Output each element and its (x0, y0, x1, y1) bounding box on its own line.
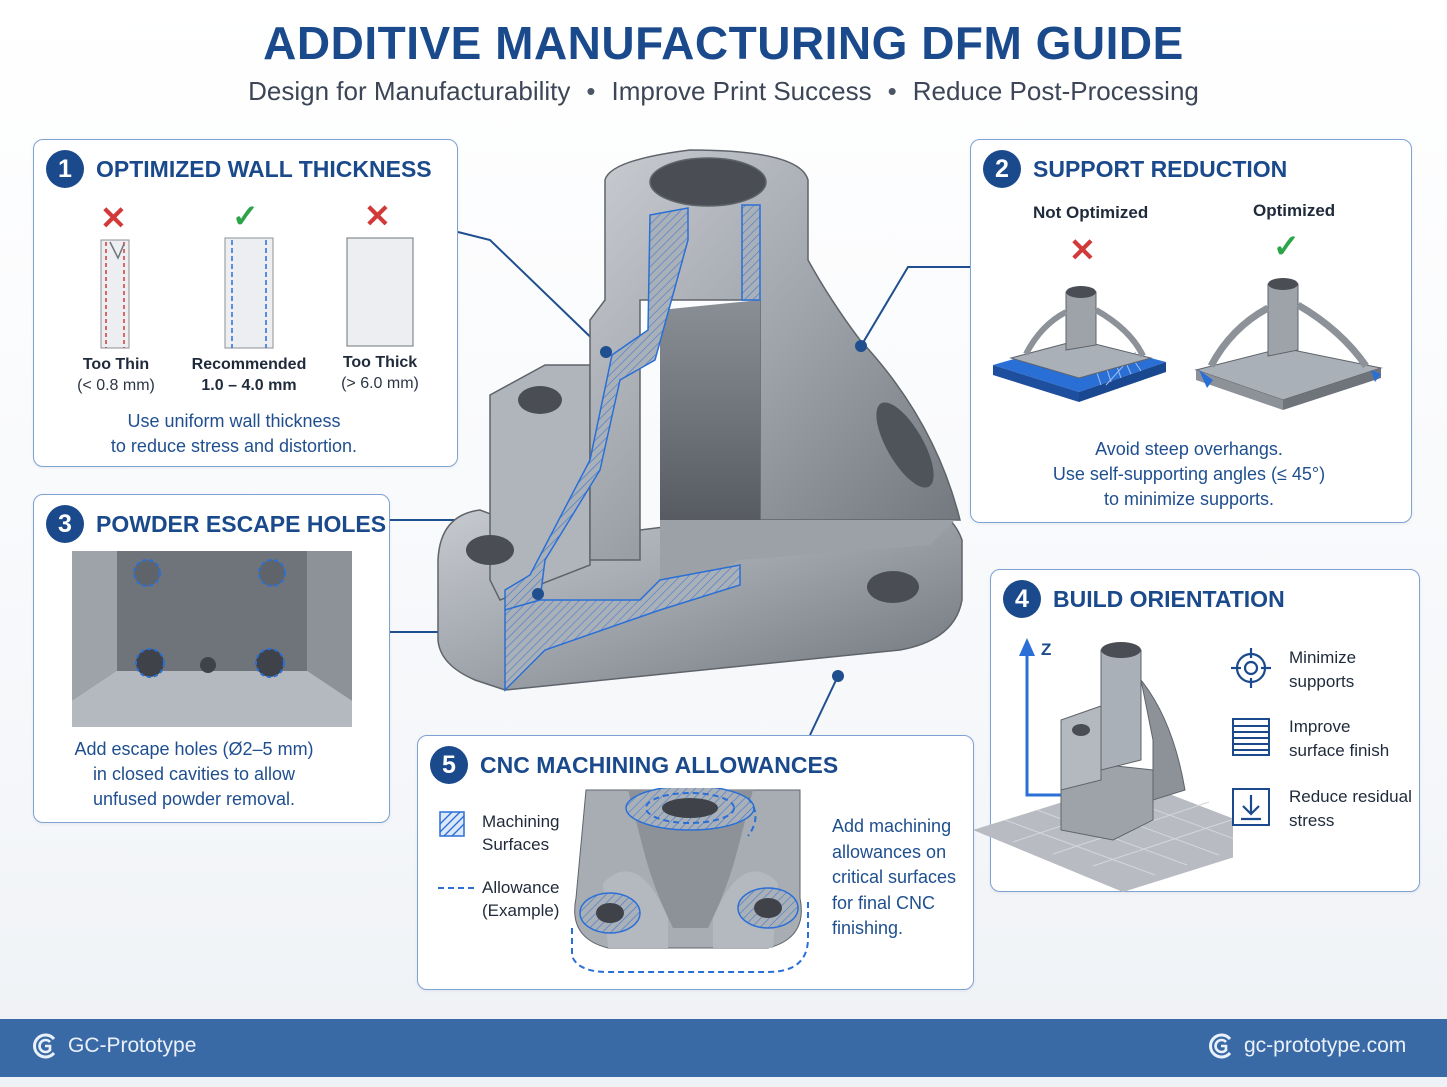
website-link[interactable]: gc-prototype.com (1244, 1034, 1407, 1057)
dashed-line-icon (438, 887, 474, 889)
tip-line: to reduce stress and distortion. (110, 436, 358, 456)
step-number-badge: 5 (430, 746, 468, 784)
benefit-text: Improve surface finish (1289, 715, 1389, 763)
card-title: SUPPORT REDUCTION (1033, 155, 1288, 182)
sample-too-thick: Too Thick (> 6.0 mm) (330, 352, 430, 394)
target-icon (1231, 648, 1271, 688)
tip-line: in closed cavities to allow (92, 764, 296, 784)
support-comparison-illustration (993, 278, 1383, 410)
card-header: 3 POWDER ESCAPE HOLES (46, 505, 386, 543)
legend-text: Machining Surfaces (482, 810, 560, 856)
tip-line: unfused powder removal. (92, 789, 296, 809)
sample-range: (> 6.0 mm) (341, 375, 419, 392)
download-tray-icon (1232, 788, 1270, 826)
not-optimized-label: Not Optimized (1033, 203, 1149, 222)
hatched-swatch-icon (439, 811, 465, 837)
tip-line: to minimize supports. (1103, 489, 1275, 509)
legend-line: Allowance (482, 878, 560, 897)
sample-label: Recommended (191, 356, 307, 373)
wall-thickness-samples (100, 237, 414, 349)
brand-name: GC-Prototype (68, 1034, 197, 1057)
powder-tip: Add escape holes (Ø2–5 mm) in closed cav… (34, 737, 354, 812)
x-mark-icon: ✕ (1069, 232, 1096, 268)
subtitle-item-2: Improve Print Success (611, 76, 872, 106)
optimized-label: Optimized (1253, 201, 1336, 220)
support-tip: Avoid steep overhangs. Use self-supporti… (971, 437, 1407, 512)
sample-too-thin: Too Thin (< 0.8 mm) (66, 354, 166, 396)
benefit-line: Minimize (1289, 648, 1357, 667)
tip-line: Add machining (832, 816, 952, 836)
sample-range: (< 0.8 mm) (77, 377, 155, 394)
card-header: 2 SUPPORT REDUCTION (983, 150, 1287, 188)
card-header: 1 OPTIMIZED WALL THICKNESS (46, 150, 432, 188)
benefit-surface-finish: Improve surface finish (1229, 715, 1389, 763)
wall-tip: Use uniform wall thickness to reduce str… (34, 409, 434, 459)
legend-line: (Example) (482, 901, 560, 920)
build-orientation-illustration (973, 638, 1233, 892)
legend-machining-surfaces: Machining Surfaces (438, 810, 560, 856)
step-number-badge: 2 (983, 150, 1021, 188)
tip-line: Add escape holes (Ø2–5 mm) (74, 739, 314, 759)
legend-text: Allowance (Example) (482, 876, 560, 922)
subtitle-item-1: Design for Manufacturability (248, 76, 571, 106)
brand-right[interactable]: gc-prototype.com (1206, 1031, 1406, 1061)
benefit-line: Improve (1289, 717, 1351, 736)
tip-line: Use uniform wall thickness (127, 411, 341, 431)
tip-line: allowances on (832, 841, 947, 862)
card-powder-escape-holes: 3 POWDER ESCAPE HOLES Add escape holes (… (33, 494, 390, 823)
gc-logo-icon (33, 1033, 56, 1059)
step-number-badge: 3 (46, 505, 84, 543)
benefit-residual-stress: Reduce residual stress (1229, 785, 1412, 833)
card-support-reduction: 2 SUPPORT REDUCTION Not Optimized Optimi… (970, 139, 1412, 523)
check-mark-icon: ✓ (232, 198, 259, 234)
benefit-line: supports (1289, 672, 1355, 691)
legend-line: Machining (482, 812, 560, 831)
card-title: CNC MACHINING ALLOWANCES (480, 751, 839, 778)
sample-range: 1.0 – 4.0 mm (201, 377, 297, 394)
subtitle-item-3: Reduce Post-Processing (912, 76, 1199, 106)
step-number-badge: 4 (1003, 580, 1041, 618)
benefit-line: stress (1289, 811, 1335, 830)
legend-allowance: Allowance (Example) (438, 876, 560, 922)
card-wall-thickness: 1 OPTIMIZED WALL THICKNESS ✕ ✓ ✕ Too Thi… (33, 139, 458, 467)
cnc-part-illustration (571, 788, 809, 973)
bullet-separator: • (586, 76, 596, 106)
check-mark-icon: ✓ (1273, 228, 1300, 264)
x-mark-icon: ✕ (364, 198, 391, 234)
benefit-text: Reduce residual stress (1289, 785, 1412, 833)
tip-line: Use self-supporting angles (≤ 45°) (1052, 464, 1326, 484)
benefit-text: Minimize supports (1289, 646, 1356, 694)
sample-label: Too Thin (82, 356, 150, 373)
x-mark-icon: ✕ (100, 200, 127, 236)
sample-label: Too Thick (342, 354, 418, 371)
benefit-line: surface finish (1289, 741, 1390, 760)
card-title: BUILD ORIENTATION (1053, 585, 1285, 612)
tip-line: for final CNC (832, 892, 936, 913)
sample-recommended: Recommended 1.0 – 4.0 mm (184, 354, 314, 396)
brand-left: GC-Prototype (30, 1031, 196, 1061)
benefit-line: Reduce residual (1289, 787, 1412, 806)
bullet-separator: • (887, 76, 897, 106)
powder-escape-holes-illustration (72, 551, 352, 727)
card-header: 4 BUILD ORIENTATION (1003, 580, 1285, 618)
z-axis-label: Z (1041, 640, 1052, 659)
legend-line: Surfaces (482, 835, 550, 854)
tip-line: critical surfaces (832, 867, 957, 887)
card-header: 5 CNC MACHINING ALLOWANCES (430, 746, 838, 784)
step-number-badge: 1 (46, 150, 84, 188)
card-title: OPTIMIZED WALL THICKNESS (96, 155, 432, 182)
tip-line: Avoid steep overhangs. (1095, 439, 1283, 459)
gc-logo-icon (1209, 1033, 1232, 1059)
page-title: ADDITIVE MANUFACTURING DFM GUIDE (263, 17, 1184, 69)
footer-bar: GC-Prototype gc-prototype.com (0, 1019, 1447, 1077)
card-title: POWDER ESCAPE HOLES (96, 510, 387, 537)
cnc-tip: Add machining allowances on critical sur… (832, 814, 956, 942)
card-build-orientation: 4 BUILD ORIENTATION Z Minimize (973, 569, 1420, 892)
benefit-minimize-supports: Minimize supports (1229, 646, 1356, 694)
page-subtitle: Design for Manufacturability • Improve Pri… (0, 76, 1447, 107)
layers-icon (1232, 718, 1270, 756)
tip-line: finishing. (832, 918, 904, 938)
card-cnc-allowances: 5 CNC MACHINING ALLOWANCES Machining Sur… (417, 735, 974, 990)
